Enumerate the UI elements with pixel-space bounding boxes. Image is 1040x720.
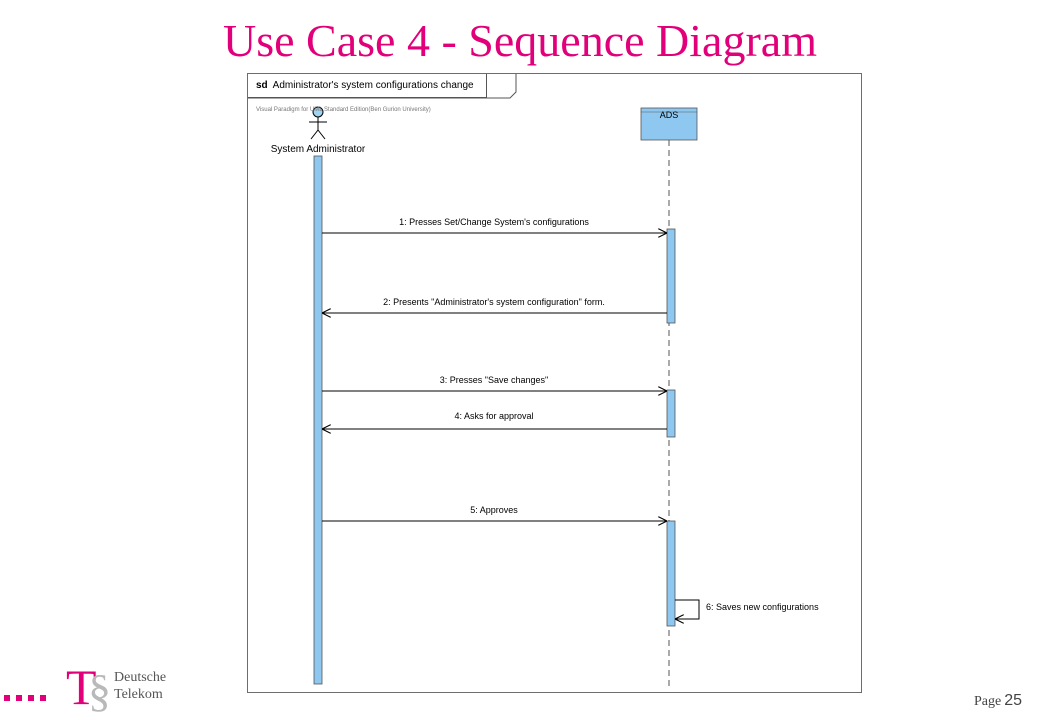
frame-keyword: sd: [256, 80, 268, 91]
page-number-value: 25: [1004, 692, 1022, 709]
sequence-diagram-frame: System Administrator ADS 1: Presses Set/…: [247, 73, 862, 693]
logo-word-telekom: Telekom: [114, 687, 163, 702]
ads-activation-1: [666, 228, 676, 324]
message-6-arrow: [675, 599, 700, 619]
slide-title: Use Case 4 - Sequence Diagram: [223, 15, 817, 66]
frame-title-tab: sd Administrator's system configurations …: [248, 74, 487, 98]
watermark-text: Visual Paradigm for UML Standard Edition…: [256, 107, 431, 113]
message-3-label: 3: Presses "Save changes": [440, 375, 548, 385]
logo-dots: [4, 688, 52, 706]
sequence-diagram: System Administrator ADS 1: Presses Set/…: [248, 74, 819, 686]
ads-activation-2: [666, 389, 676, 438]
actor-label: System Administrator: [271, 144, 366, 155]
ads-lifeline-head: [640, 107, 698, 141]
stick-figure-icon: [309, 106, 327, 140]
ads-activation-3: [666, 520, 676, 627]
deutsche-telekom-logo: T § Deutsche Telekom: [4, 662, 194, 718]
logo-word-deutsche: Deutsche: [114, 670, 167, 685]
logo-t-mark: T: [66, 659, 97, 715]
message-4-label: 4: Asks for approval: [454, 411, 533, 421]
frame-title: Administrator's system configurations ch…: [272, 80, 474, 91]
message-2-label: 2: Presents "Administrator's system conf…: [383, 297, 605, 307]
page-label: Page: [973, 694, 1002, 709]
actor-activation-bar: [313, 155, 323, 685]
frame-tab-notch: [248, 74, 517, 99]
message-6-label: 6: Saves new configurations: [706, 602, 819, 612]
logo-s-mark: §: [88, 665, 111, 716]
ads-lifeline-label: ADS: [660, 110, 679, 120]
message-5-label: 5: Approves: [470, 505, 518, 515]
message-1-label: 1: Presses Set/Change System's configura…: [399, 217, 589, 227]
